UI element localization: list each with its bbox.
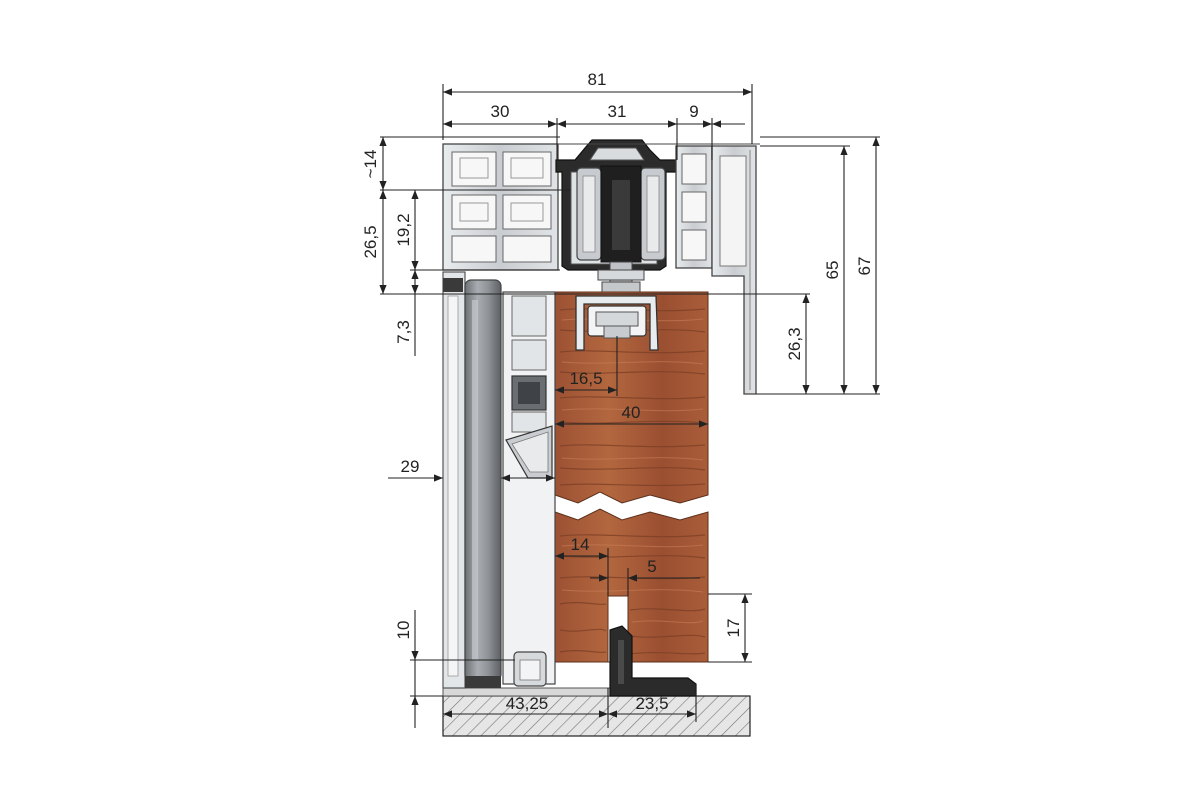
hanger-bolt (597, 261, 645, 295)
dim-inner-5: 5 (647, 557, 656, 576)
dim-top-middle: 31 (608, 102, 627, 121)
dim-right-65: 65 (823, 261, 842, 280)
top-track-profile (442, 139, 760, 395)
dimension-lines (379, 84, 880, 728)
dim-right-26-3: 26,3 (785, 327, 804, 360)
dim-top-left: 30 (491, 102, 510, 121)
floor-guide (609, 625, 697, 697)
dim-bottom-23-5: 23,5 (635, 694, 668, 713)
dim-right-67: 67 (855, 257, 874, 276)
dim-left-29: 29 (401, 457, 420, 476)
dim-right-17: 17 (724, 619, 743, 638)
dimension-labels: 81 30 31 9 ~14 26,5 19,2 7,3 29 10 26,3 … (361, 70, 874, 713)
carrier-bracket (575, 295, 659, 351)
wood-door-panel (554, 291, 709, 663)
dim-inner-40: 40 (622, 403, 641, 422)
inner-aluminium-profile (502, 291, 556, 687)
dim-left-10: 10 (394, 621, 413, 640)
dim-bottom-43-25: 43,25 (506, 694, 549, 713)
side-profile-tube (442, 271, 502, 689)
dim-inner-14: 14 (571, 535, 590, 554)
dim-top-right: 9 (689, 102, 698, 121)
dim-left-approx-14: ~14 (361, 150, 380, 179)
floor (442, 687, 751, 737)
dim-inner-16-5: 16,5 (569, 369, 602, 388)
dim-left-26-5: 26,5 (361, 225, 380, 258)
dim-left-7-3: 7,3 (394, 320, 413, 344)
dim-left-19-2: 19,2 (394, 213, 413, 246)
dim-overall-width: 81 (588, 70, 607, 89)
